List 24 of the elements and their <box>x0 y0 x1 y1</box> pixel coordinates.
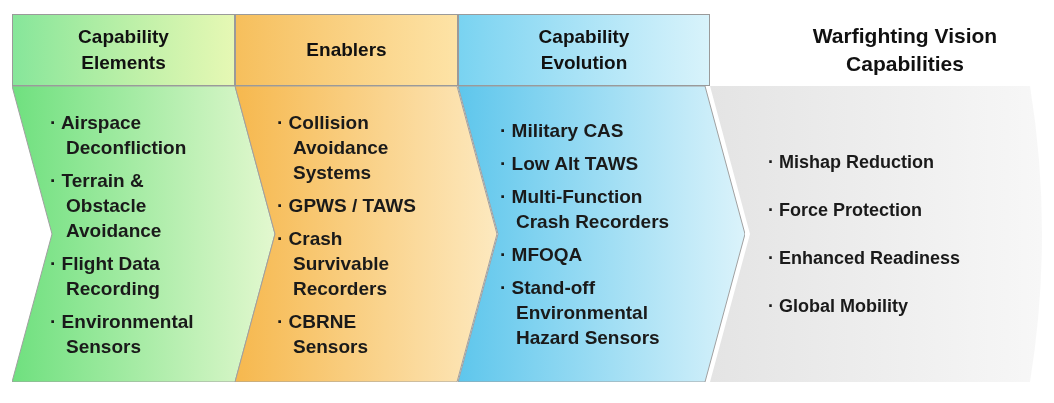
header-text: Capability Evolution <box>537 25 631 75</box>
header-text: Enablers <box>305 38 388 62</box>
bullet-item: · Collision Avoidance Systems <box>277 110 390 185</box>
bullet-item: · Low Alt TAWS <box>500 152 640 176</box>
bullet-item: · Crash Survivable Recorders <box>277 226 391 301</box>
bullet-item: · GPWS / TAWS <box>277 193 417 218</box>
header-text: Capability Elements <box>77 25 170 75</box>
column-header <box>12 14 235 86</box>
bullet-item: · Global Mobility <box>768 295 909 318</box>
header-text: Warfighting Vision Capabilities <box>811 23 999 77</box>
bullet-item: · CBRNE Sensors <box>277 309 369 359</box>
bullet-item: · MFOQA <box>500 243 584 267</box>
bullet-item: · Flight Data Recording <box>50 251 161 301</box>
bullet-item: · Military CAS <box>500 119 625 143</box>
bullet-item: · Airspace Deconfliction <box>50 110 188 160</box>
bullet-item: · Force Protection <box>768 199 924 222</box>
bullet-item: · Environmental Sensors <box>50 309 195 359</box>
bullet-item: · Enhanced Readiness <box>768 247 962 270</box>
column-header <box>458 14 710 86</box>
bullet-item: · Multi-Function Crash Recorders <box>500 185 671 234</box>
bullet-item: · Stand-off Environmental Hazard Sensors <box>500 276 661 350</box>
bullet-item: · Mishap Reduction <box>768 151 935 174</box>
bullet-item: · Terrain & Obstacle Avoidance <box>50 168 163 243</box>
column-header <box>235 14 458 86</box>
